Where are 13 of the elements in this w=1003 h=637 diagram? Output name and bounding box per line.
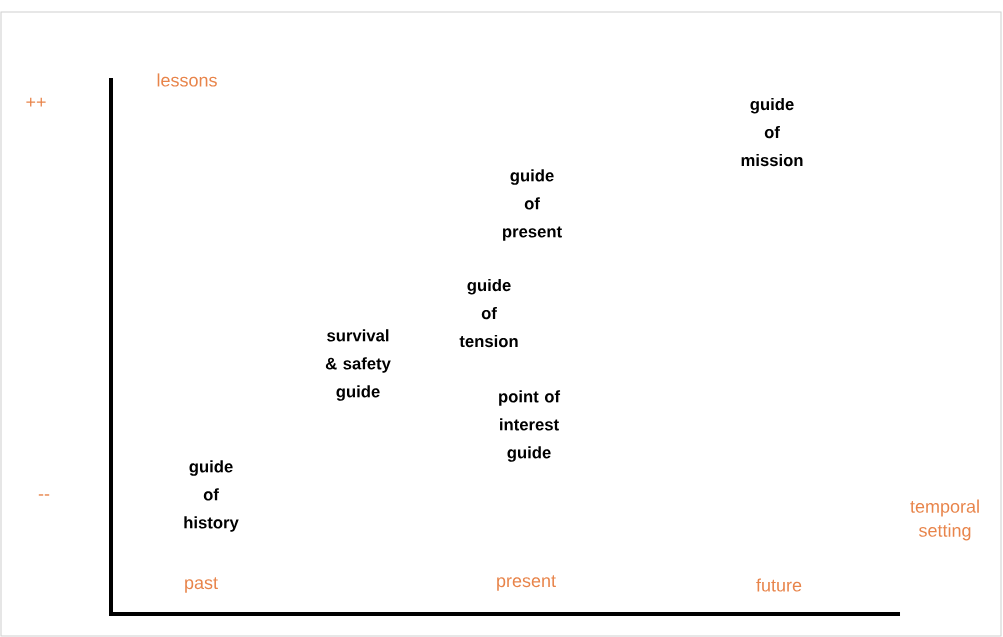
axis-label: lessons (157, 73, 217, 87)
scale-mark: -- (38, 494, 50, 496)
tick-label: past (185, 577, 218, 593)
scale-mark: ++ (26, 97, 46, 107)
guide-label: survival & safety guide (325, 329, 391, 401)
guide-label: guide of mission (741, 97, 803, 167)
tick-label: present (497, 575, 556, 591)
tick-label: future (756, 578, 802, 592)
guide-label: guide of present (503, 169, 562, 241)
guide-label: point of interest guide (499, 390, 561, 462)
guide-label: guide of tension (459, 278, 518, 348)
guide-label: guide of history (184, 460, 239, 532)
axis-label: temporal setting (910, 499, 979, 541)
